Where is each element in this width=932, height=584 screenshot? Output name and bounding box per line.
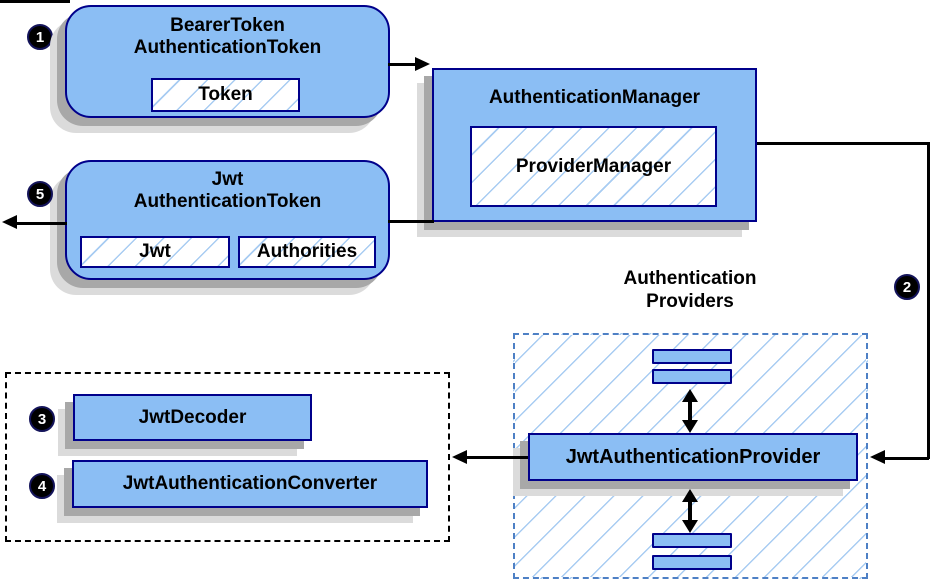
step-4-badge: 4 (29, 473, 55, 499)
step-4-number: 4 (37, 477, 47, 495)
step-2-number: 2 (902, 278, 912, 296)
manager-to-provider-head-icon (870, 450, 885, 464)
manager-to-jwt-token-line (388, 220, 434, 223)
jwt-authentication-provider-node: JwtAuthenticationProvider (528, 433, 858, 481)
authorities-field: Authorities (238, 236, 376, 268)
jwt-field: Jwt (80, 236, 230, 268)
arrow-bearer-to-manager-line (388, 63, 417, 66)
double-arrow-bottom-icon (678, 489, 702, 533)
jwt-authentication-token-node: Jwt AuthenticationToken Jwt Authorities (65, 160, 390, 280)
step-5-badge: 5 (27, 181, 53, 207)
jwt-authentication-provider-label: JwtAuthenticationProvider (565, 445, 821, 468)
outgoing-result-line (14, 222, 67, 225)
bearer-token-title: BearerToken AuthenticationToken (67, 15, 388, 59)
token-field: Token (151, 78, 300, 112)
token-field-label: Token (198, 84, 253, 105)
incoming-request-line (0, 0, 70, 3)
other-provider-bar-top-2 (652, 369, 732, 384)
provider-manager-label: ProviderManager (515, 155, 672, 177)
jwt-authentication-converter-label: JwtAuthenticationConverter (122, 473, 378, 494)
other-provider-bar-top-1 (652, 349, 732, 364)
jwt-decoder-node: JwtDecoder (73, 394, 312, 441)
step-3-number: 3 (37, 410, 47, 428)
authentication-providers-label-line2: Providers (646, 291, 734, 312)
other-provider-bar-bottom-2 (652, 555, 732, 570)
bearer-token-title-line2: AuthenticationToken (133, 37, 322, 58)
jwt-token-title: Jwt AuthenticationToken (67, 169, 388, 213)
provider-to-support-line (464, 456, 528, 459)
double-arrow-top-icon (678, 389, 702, 433)
authorities-field-label: Authorities (256, 241, 358, 262)
step-3-badge: 3 (29, 406, 55, 432)
authentication-providers-label: Authentication Providers (590, 267, 790, 313)
authentication-providers-label-line1: Authentication (623, 268, 757, 289)
bearer-token-authentication-token-node: BearerToken AuthenticationToken Token (65, 5, 390, 118)
manager-to-provider-line-bottom (883, 457, 929, 460)
step-1-number: 1 (35, 28, 45, 46)
other-provider-bar-bottom-1 (652, 533, 732, 548)
jwt-authentication-converter-node: JwtAuthenticationConverter (72, 460, 428, 508)
jwt-field-label: Jwt (139, 241, 171, 262)
manager-to-provider-line-right (927, 142, 930, 459)
jwt-token-title-line1: Jwt (211, 169, 244, 190)
provider-to-support-head-icon (452, 450, 467, 464)
step-2-badge: 2 (894, 274, 920, 300)
step-1-badge: 1 (27, 24, 53, 50)
manager-to-provider-line-top (757, 142, 929, 145)
arrow-bearer-to-manager-head-icon (415, 57, 430, 71)
outgoing-result-head-icon (2, 215, 17, 229)
provider-manager-field: ProviderManager (470, 126, 717, 207)
jwt-token-title-line2: AuthenticationToken (133, 191, 322, 212)
step-5-number: 5 (35, 185, 45, 203)
jwt-decoder-label: JwtDecoder (138, 406, 247, 428)
authentication-manager-title: AuthenticationManager (488, 87, 701, 108)
authentication-manager-node: AuthenticationManager ProviderManager (432, 68, 757, 222)
bearer-token-title-line1: BearerToken (170, 15, 285, 36)
